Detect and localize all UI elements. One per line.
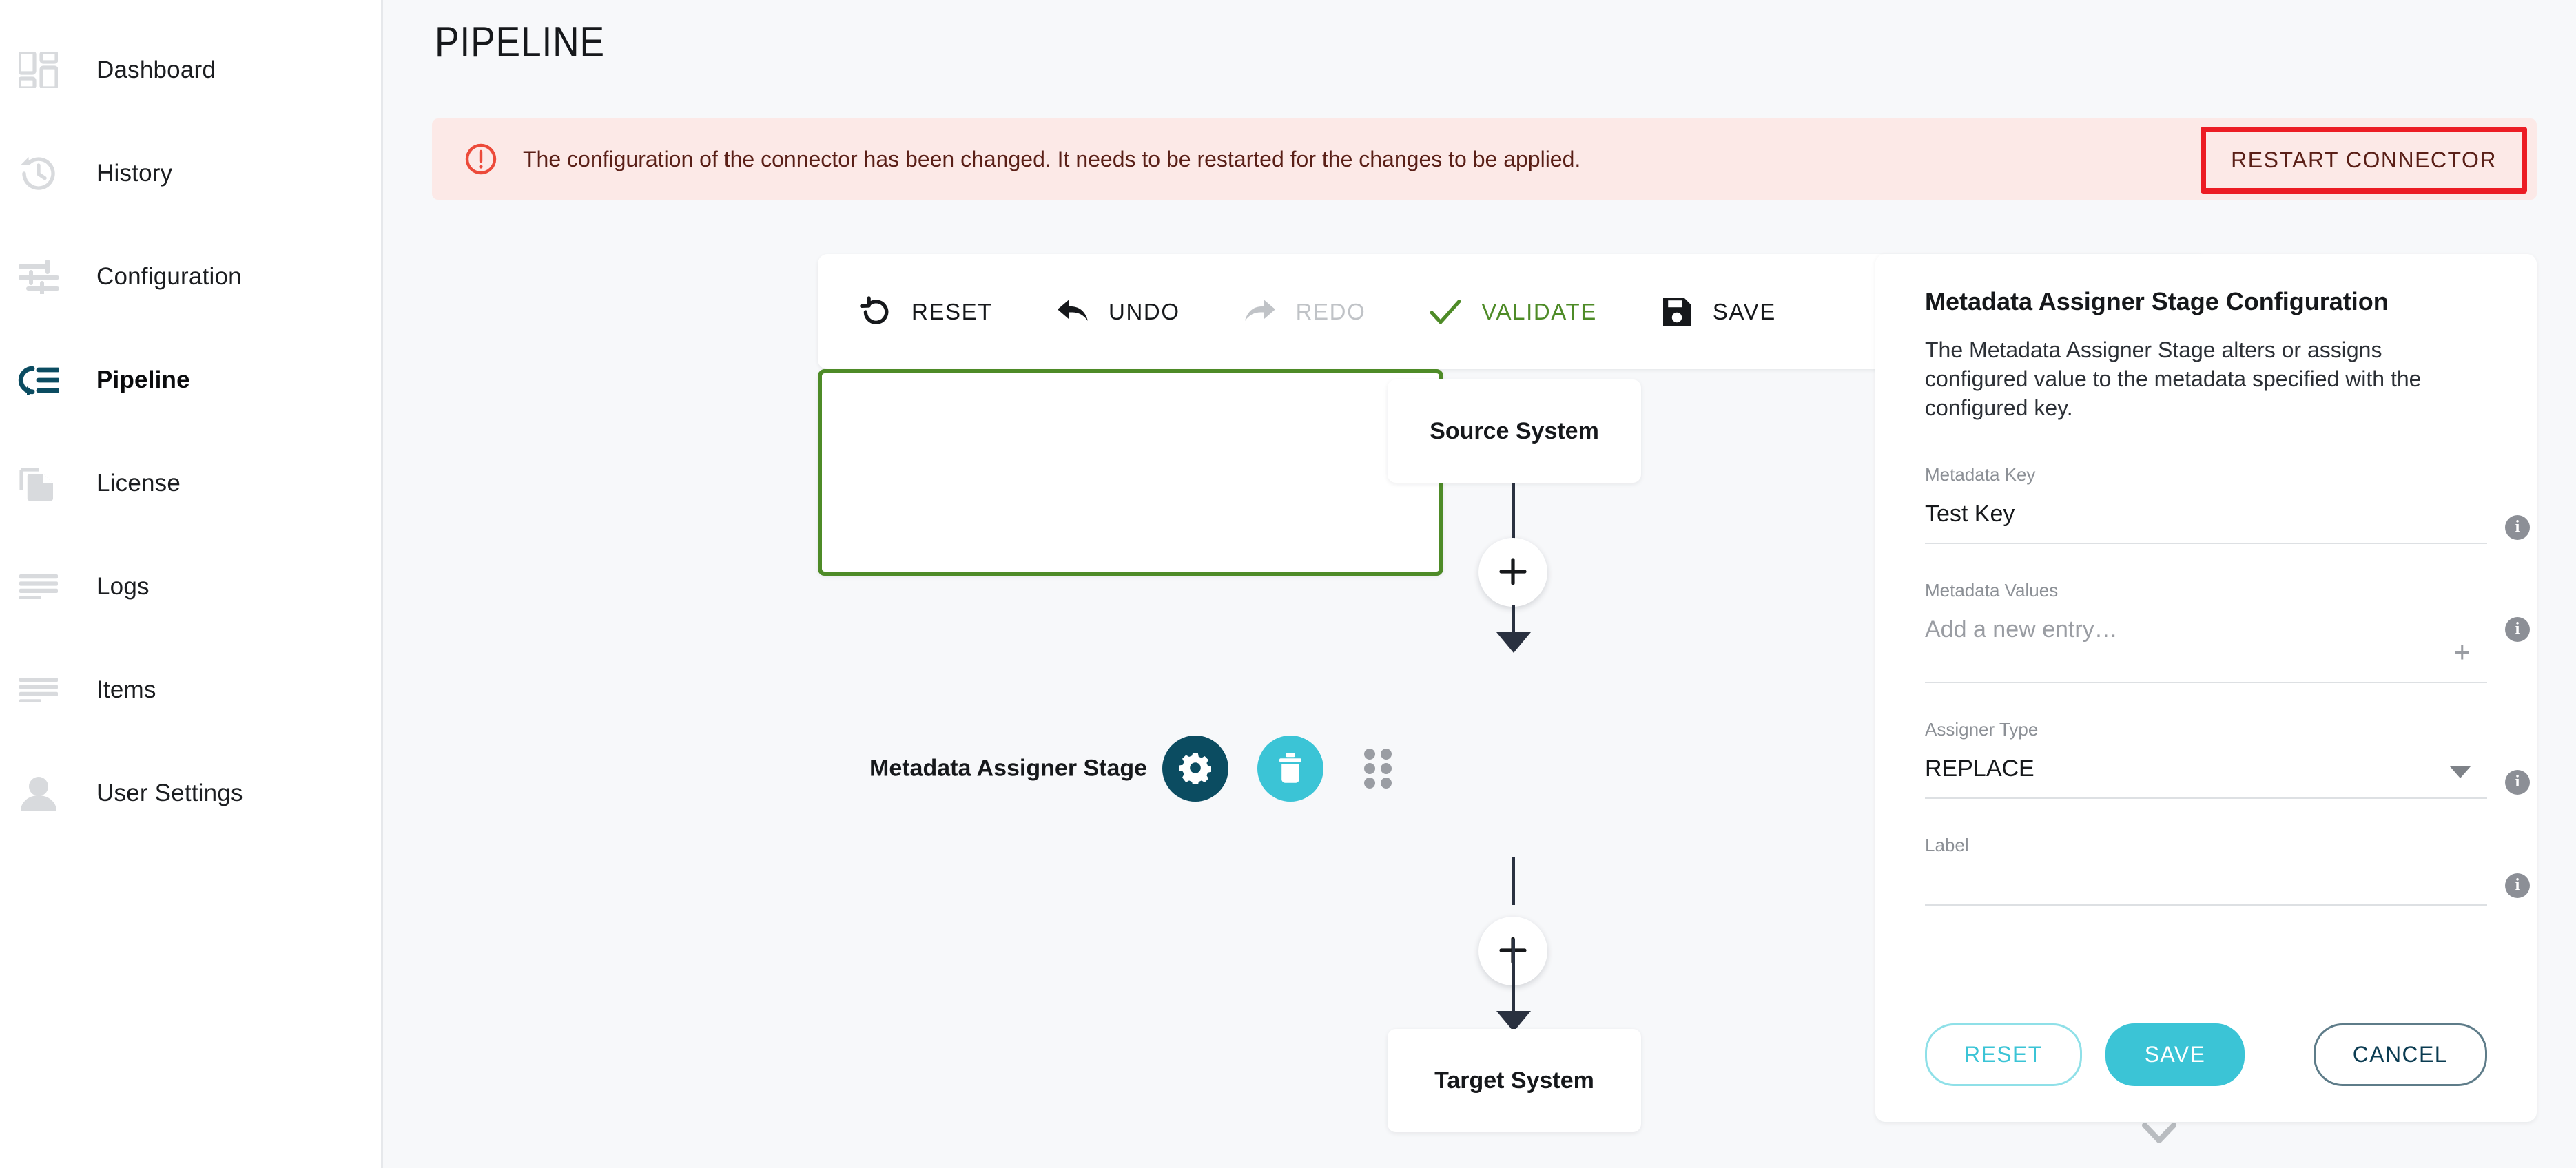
config-save-button[interactable]: SAVE xyxy=(2105,1023,2245,1086)
stage-node-label: Metadata Assigner Stage xyxy=(869,755,1148,782)
validate-button[interactable]: VALIDATE xyxy=(1429,295,1596,328)
page-title: PIPELINE xyxy=(435,19,605,66)
restart-alert-banner: The configuration of the connector has b… xyxy=(432,118,2537,200)
redo-button-label: REDO xyxy=(1295,298,1366,324)
rotate-ccw-icon xyxy=(859,295,892,328)
pipeline-flow-canvas: Source System Metadata Assigner Stage xyxy=(818,369,2208,1168)
dashboard-icon xyxy=(14,45,63,95)
error-circle-icon xyxy=(465,143,497,175)
stage-configuration-panel: Metadata Assigner Stage Configuration Th… xyxy=(1875,254,2537,1122)
sidebar: Dashboard History Configuration xyxy=(0,0,383,1168)
save-button-label: SAVE xyxy=(1712,298,1776,324)
sidebar-item-label: User Settings xyxy=(96,780,243,806)
sidebar-item-history[interactable]: History xyxy=(0,146,381,201)
sidebar-item-user-settings[interactable]: User Settings xyxy=(0,766,381,821)
chevron-down-icon[interactable] xyxy=(2450,766,2471,778)
connector-line xyxy=(1512,857,1515,905)
connector-line xyxy=(1512,605,1515,650)
sidebar-item-configuration[interactable]: Configuration xyxy=(0,249,381,304)
undo-button-label: UNDO xyxy=(1109,298,1180,324)
field-value: REPLACE xyxy=(1925,755,2034,782)
config-panel-title: Metadata Assigner Stage Configuration xyxy=(1925,287,2389,315)
plus-icon xyxy=(1498,556,1528,589)
field-metadata-values: Metadata Values Add a new entry… + i xyxy=(1925,579,2530,683)
field-assigner-type: Assigner Type REPLACE i xyxy=(1925,718,2530,799)
restart-connector-button[interactable]: RESTART CONNECTOR xyxy=(2206,132,2522,188)
info-icon[interactable]: i xyxy=(2505,873,2530,898)
info-icon[interactable]: i xyxy=(2505,616,2530,642)
check-icon xyxy=(1429,295,1462,328)
floppy-disk-icon xyxy=(1660,295,1693,328)
chevron-down-icon[interactable] xyxy=(2141,1118,2178,1146)
assigner-type-select[interactable]: REPLACE xyxy=(1925,755,2487,799)
redo-button: REDO xyxy=(1244,295,1366,328)
field-label: Metadata Key xyxy=(1925,463,2036,485)
sidebar-item-label: Configuration xyxy=(96,263,242,290)
sidebar-item-items[interactable]: Items xyxy=(0,663,381,718)
sidebar-item-label: History xyxy=(96,160,173,187)
stage-delete-button[interactable] xyxy=(1257,736,1323,802)
reset-button[interactable]: RESET xyxy=(859,295,993,328)
field-placeholder: Add a new entry… xyxy=(1925,616,2118,643)
metadata-assigner-stage-node[interactable]: Metadata Assigner Stage xyxy=(818,369,2176,1143)
config-panel-actions: RESET SAVE CANCEL xyxy=(1925,1023,2487,1086)
label-input[interactable] xyxy=(1925,871,2487,906)
main-content: PIPELINE The configuration of the connec… xyxy=(385,0,2576,1168)
pipeline-icon xyxy=(14,355,63,405)
field-label: Metadata Values xyxy=(1925,579,2059,601)
arrow-head-icon xyxy=(1496,632,1531,653)
stage-settings-button[interactable] xyxy=(1162,736,1228,802)
connector-line xyxy=(1512,939,1515,1029)
info-icon[interactable]: i xyxy=(2505,514,2530,540)
info-icon[interactable]: i xyxy=(2505,769,2530,795)
field-value: Test Key xyxy=(1925,500,2015,527)
add-stage-button-top[interactable] xyxy=(1478,538,1547,607)
save-button[interactable]: SAVE xyxy=(1660,295,1776,328)
sliders-icon xyxy=(14,252,63,302)
metadata-values-input[interactable]: Add a new entry… xyxy=(1925,616,2487,683)
undo-button[interactable]: UNDO xyxy=(1056,295,1180,328)
arrow-head-icon xyxy=(1496,1011,1531,1032)
sidebar-item-label: Pipeline xyxy=(96,366,190,393)
items-lines-icon xyxy=(14,665,63,715)
license-document-icon xyxy=(14,459,63,508)
drag-handle-icon[interactable] xyxy=(1362,747,1394,790)
trash-icon xyxy=(1277,752,1304,786)
field-label: Assigner Type xyxy=(1925,718,2039,740)
alert-message: The configuration of the connector has b… xyxy=(523,146,1581,171)
sidebar-item-dashboard[interactable]: Dashboard xyxy=(0,43,381,98)
redo-arrow-icon xyxy=(1244,295,1277,328)
field-label-input: Label i xyxy=(1925,834,2530,906)
config-reset-button[interactable]: RESET xyxy=(1925,1023,2082,1086)
field-metadata-key: Metadata Key Test Key i xyxy=(1925,463,2530,544)
sidebar-item-pipeline[interactable]: Pipeline xyxy=(0,353,381,408)
restart-connector-highlight: RESTART CONNECTOR xyxy=(2201,127,2527,194)
validate-button-label: VALIDATE xyxy=(1481,298,1597,324)
config-panel-description: The Metadata Assigner Stage alters or as… xyxy=(1925,337,2422,421)
source-system-node[interactable]: Source System xyxy=(1388,379,1641,483)
sidebar-item-label: Dashboard xyxy=(96,56,216,83)
source-system-label: Source System xyxy=(1430,417,1599,444)
sidebar-item-license[interactable]: License xyxy=(0,456,381,511)
add-entry-icon[interactable]: + xyxy=(2453,635,2471,668)
logs-lines-icon xyxy=(14,562,63,612)
target-system-node[interactable]: Target System xyxy=(1388,1029,1641,1132)
sidebar-item-label: Items xyxy=(96,676,156,703)
sidebar-item-label: License xyxy=(96,470,181,497)
reset-button-label: RESET xyxy=(911,298,993,324)
sidebar-item-label: Logs xyxy=(96,573,150,600)
connector-line xyxy=(1512,483,1515,572)
config-cancel-button[interactable]: CANCEL xyxy=(2313,1023,2487,1086)
target-system-label: Target System xyxy=(1434,1067,1594,1094)
history-icon xyxy=(14,149,63,198)
undo-arrow-icon xyxy=(1056,295,1089,328)
metadata-key-input[interactable]: Test Key xyxy=(1925,501,2487,544)
field-label: Label xyxy=(1925,834,1969,855)
sidebar-item-logs[interactable]: Logs xyxy=(0,559,381,614)
gear-icon xyxy=(1179,752,1212,786)
user-icon xyxy=(14,769,63,818)
